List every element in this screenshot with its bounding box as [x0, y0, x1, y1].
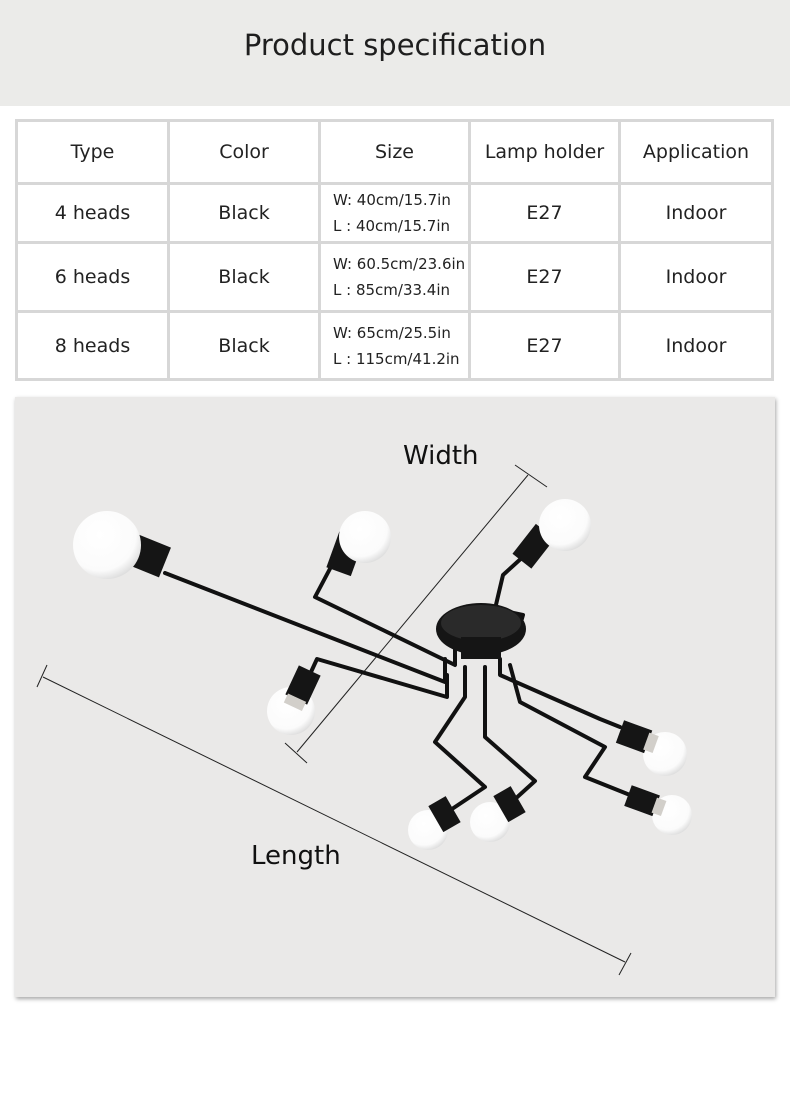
page-title: Product specification — [243, 28, 547, 62]
length-label: Length — [251, 841, 341, 871]
cell-color: Black — [167, 310, 321, 381]
cell-size: W: 60.5cm/23.6in L : 85cm/33.4in — [318, 241, 471, 313]
cell-size: W: 65cm/25.5in L : 115cm/41.2in — [318, 310, 471, 381]
header-band: Product specification — [0, 0, 790, 106]
ceiling-canopy — [436, 603, 526, 659]
size-length: L : 40cm/15.7in — [333, 217, 451, 235]
cell-lamp-holder: E27 — [468, 182, 621, 244]
dimension-diagram: Width Length — [15, 397, 775, 997]
table-header-row: Type Color Size Lamp holder Application — [15, 119, 774, 185]
column-header-application: Application — [618, 119, 774, 185]
width-dimension-line — [284, 464, 548, 764]
table-row: 8 heads Black W: 65cm/25.5in L : 115cm/4… — [15, 310, 774, 381]
cell-type: 6 heads — [15, 241, 170, 313]
size-length: L : 115cm/41.2in — [333, 349, 460, 368]
cell-application: Indoor — [618, 241, 774, 313]
cell-application: Indoor — [618, 310, 774, 381]
cell-color: Black — [167, 241, 321, 313]
cell-color: Black — [167, 182, 321, 244]
cell-lamp-holder: E27 — [468, 241, 621, 313]
cell-application: Indoor — [618, 182, 774, 244]
cell-lamp-holder: E27 — [468, 310, 621, 381]
length-dimension-line — [36, 664, 632, 976]
cell-type: 8 heads — [15, 310, 170, 381]
cell-size: W: 40cm/15.7in L : 40cm/15.7in — [318, 182, 471, 244]
column-header-color: Color — [167, 119, 321, 185]
table-row: 6 heads Black W: 60.5cm/23.6in L : 85cm/… — [15, 241, 774, 313]
size-length: L : 85cm/33.4in — [333, 281, 451, 299]
lamp-bulbs — [73, 499, 692, 850]
size-width: W: 65cm/25.5in — [333, 323, 451, 342]
column-header-type: Type — [15, 119, 170, 185]
column-header-lamp-holder: Lamp holder — [468, 119, 621, 185]
width-label: Width — [403, 441, 479, 471]
lamp-arms — [163, 553, 632, 819]
size-width: W: 40cm/15.7in — [333, 191, 451, 209]
cell-type: 4 heads — [15, 182, 170, 244]
column-header-size: Size — [318, 119, 471, 185]
ceiling-lamp-illustration — [36, 464, 692, 976]
spec-table: Type Color Size Lamp holder Application … — [15, 119, 774, 381]
size-width: W: 60.5cm/23.6in — [333, 255, 466, 273]
table-row: 4 heads Black W: 40cm/15.7in L : 40cm/15… — [15, 182, 774, 244]
